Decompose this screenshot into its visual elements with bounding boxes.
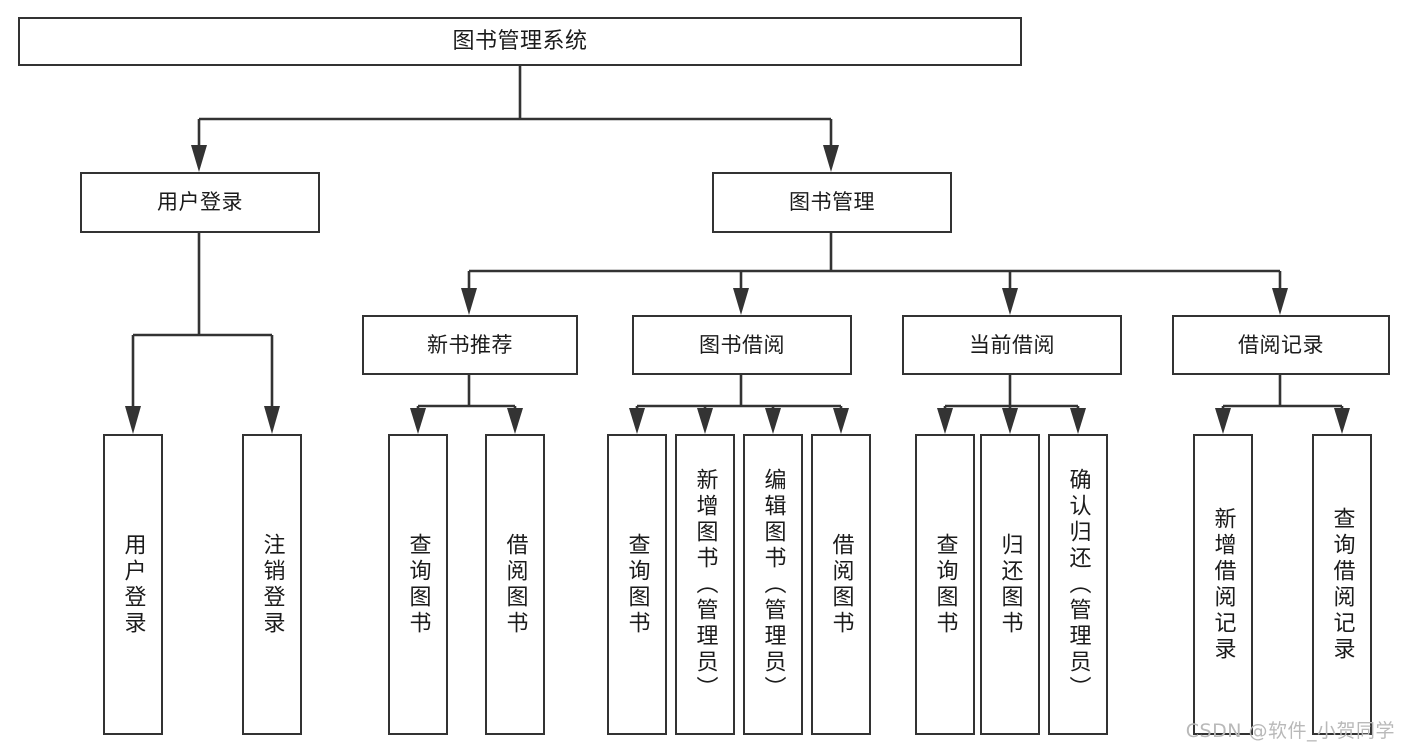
arrow-bb-3 — [765, 408, 781, 434]
node-book-borrow[interactable]: 图书借阅 — [632, 315, 852, 375]
node-root[interactable]: 图书管理系统 — [18, 17, 1022, 66]
leaf-logout-login[interactable]: 注销登录 — [242, 434, 302, 735]
leaf-query-record-label: 查询借阅记录 — [1329, 506, 1355, 663]
leaf-confirm-return[interactable]: 确认归还（管理员） — [1048, 434, 1108, 735]
leaf-user-login[interactable]: 用户登录 — [103, 434, 163, 735]
node-root-label: 图书管理系统 — [452, 28, 588, 54]
arrow-br-2 — [1334, 408, 1350, 434]
arrow-user-login — [191, 145, 207, 172]
leaf-edit-book-label: 编辑图书（管理员） — [760, 467, 786, 702]
arrow-leaf-user-login — [125, 406, 141, 434]
leaf-return-book[interactable]: 归还图书 — [980, 434, 1040, 735]
leaf-borrow-book-1-label: 借阅图书 — [502, 532, 528, 637]
leaf-query-book-1-label: 查询图书 — [405, 532, 431, 637]
leaf-borrow-book-2[interactable]: 借阅图书 — [811, 434, 871, 735]
node-current-borrow[interactable]: 当前借阅 — [902, 315, 1122, 375]
arrow-nb-1 — [410, 408, 426, 434]
node-new-book-recommend-label: 新书推荐 — [427, 332, 513, 357]
leaf-borrow-book-2-label: 借阅图书 — [828, 532, 854, 637]
arrow-book-borrow — [733, 288, 749, 315]
node-book-manage-label: 图书管理 — [789, 190, 875, 215]
leaf-return-book-label: 归还图书 — [997, 532, 1023, 637]
leaf-query-book-3[interactable]: 查询图书 — [915, 434, 975, 735]
leaf-query-book-3-label: 查询图书 — [932, 532, 958, 637]
arrow-new-book — [461, 288, 477, 315]
arrow-br-1 — [1215, 408, 1231, 434]
leaf-query-book-2-label: 查询图书 — [624, 532, 650, 637]
node-borrow-record[interactable]: 借阅记录 — [1172, 315, 1390, 375]
leaf-add-book[interactable]: 新增图书（管理员） — [675, 434, 735, 735]
arrow-cb-2 — [1002, 408, 1018, 434]
leaf-confirm-return-label: 确认归还（管理员） — [1065, 467, 1091, 702]
leaf-add-record[interactable]: 新增借阅记录 — [1193, 434, 1253, 735]
node-book-manage[interactable]: 图书管理 — [712, 172, 952, 233]
leaf-add-book-label: 新增图书（管理员） — [692, 467, 718, 702]
node-borrow-record-label: 借阅记录 — [1238, 332, 1324, 357]
arrow-nb-2 — [507, 408, 523, 434]
node-current-borrow-label: 当前借阅 — [969, 332, 1055, 357]
arrow-bb-2 — [697, 408, 713, 434]
arrow-book-manage — [823, 145, 839, 172]
arrow-cb-3 — [1070, 408, 1086, 434]
node-user-login-label: 用户登录 — [157, 190, 243, 215]
leaf-query-book-1[interactable]: 查询图书 — [388, 434, 448, 735]
leaf-user-login-label: 用户登录 — [120, 532, 146, 637]
watermark-text: CSDN @软件_小贺同学 — [1185, 720, 1395, 742]
leaf-query-book-2[interactable]: 查询图书 — [607, 434, 667, 735]
arrow-cb-1 — [937, 408, 953, 434]
arrow-leaf-logout — [264, 406, 280, 434]
node-user-login[interactable]: 用户登录 — [80, 172, 320, 233]
arrow-current-borrow — [1002, 288, 1018, 315]
arrow-bb-4 — [833, 408, 849, 434]
arrow-bb-1 — [629, 408, 645, 434]
leaf-add-record-label: 新增借阅记录 — [1210, 506, 1236, 663]
arrow-borrow-record — [1272, 288, 1288, 315]
leaf-query-record[interactable]: 查询借阅记录 — [1312, 434, 1372, 735]
leaf-logout-login-label: 注销登录 — [259, 532, 285, 637]
leaf-edit-book[interactable]: 编辑图书（管理员） — [743, 434, 803, 735]
node-new-book-recommend[interactable]: 新书推荐 — [362, 315, 578, 375]
leaf-borrow-book-1[interactable]: 借阅图书 — [485, 434, 545, 735]
node-book-borrow-label: 图书借阅 — [699, 332, 785, 357]
